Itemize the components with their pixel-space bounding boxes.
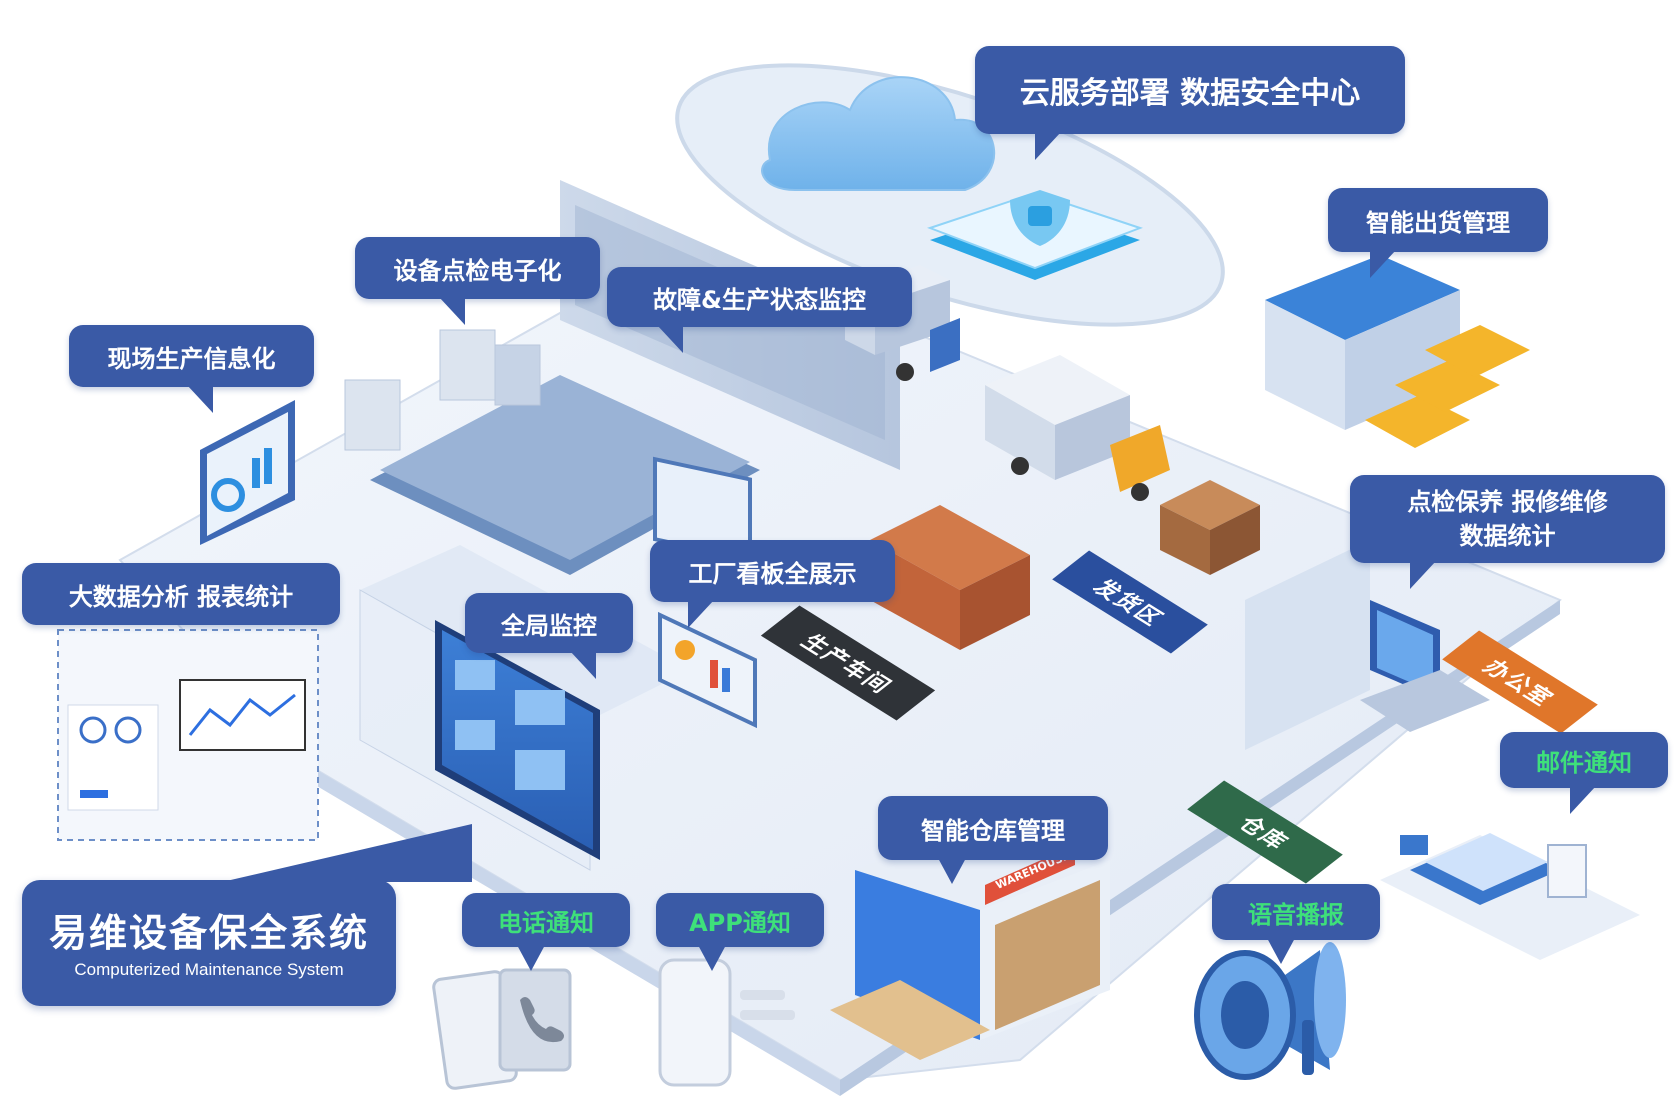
onsite-info-display — [200, 400, 295, 545]
callout-bigdata: 大数据分析 报表统计 — [22, 563, 340, 625]
callout-fault-monitor: 故障&生产状态监控 — [607, 267, 912, 353]
shipping-building — [1265, 255, 1530, 448]
callout-voice-broadcast: 语音播报 — [1212, 884, 1380, 964]
callout-global-monitor: 全局监控 — [465, 593, 633, 679]
factory-board-display — [658, 611, 757, 729]
system-title-banner: 易维设备保全系统 Computerized Maintenance System — [22, 824, 472, 1006]
office-area — [1245, 540, 1490, 750]
callout-app-notify: APP通知 — [656, 893, 824, 971]
cloud-icon — [761, 76, 996, 191]
megaphone-icon — [1194, 942, 1346, 1080]
callout-smart-shipping: 智能出货管理 — [1328, 188, 1548, 278]
callout-maintenance-stats: 点检保养 报修维修 数据统计 — [1350, 475, 1665, 589]
email-notify-illustration — [1380, 833, 1640, 960]
app-notify-illustration — [658, 958, 795, 1087]
callout-onsite-info: 现场生产信息化 — [69, 325, 314, 413]
cloud-security-center — [675, 63, 1225, 327]
callout-inspection-digital: 设备点检电子化 — [355, 237, 600, 325]
callout-phone-notify: 电话通知 — [462, 893, 630, 971]
phone-notify-illustration — [432, 968, 572, 1090]
truck-yellow — [985, 355, 1170, 501]
lock-icon — [1028, 206, 1052, 226]
system-subtitle: Computerized Maintenance System — [74, 960, 344, 979]
bigdata-report-panel — [57, 629, 319, 841]
envelope-icon — [1400, 835, 1428, 855]
callout-smart-warehouse: 智能仓库管理 — [878, 796, 1108, 884]
callout-cloud-security: 云服务部署 数据安全中心 — [975, 46, 1405, 160]
callout-factory-board: 工厂看板全展示 — [650, 540, 895, 628]
phone-icon — [520, 997, 564, 1043]
production-line — [344, 329, 760, 575]
callout-email-notify: 邮件通知 — [1500, 732, 1668, 814]
cargo-boxes — [1160, 480, 1260, 575]
system-title: 易维设备保全系统 — [48, 911, 369, 955]
